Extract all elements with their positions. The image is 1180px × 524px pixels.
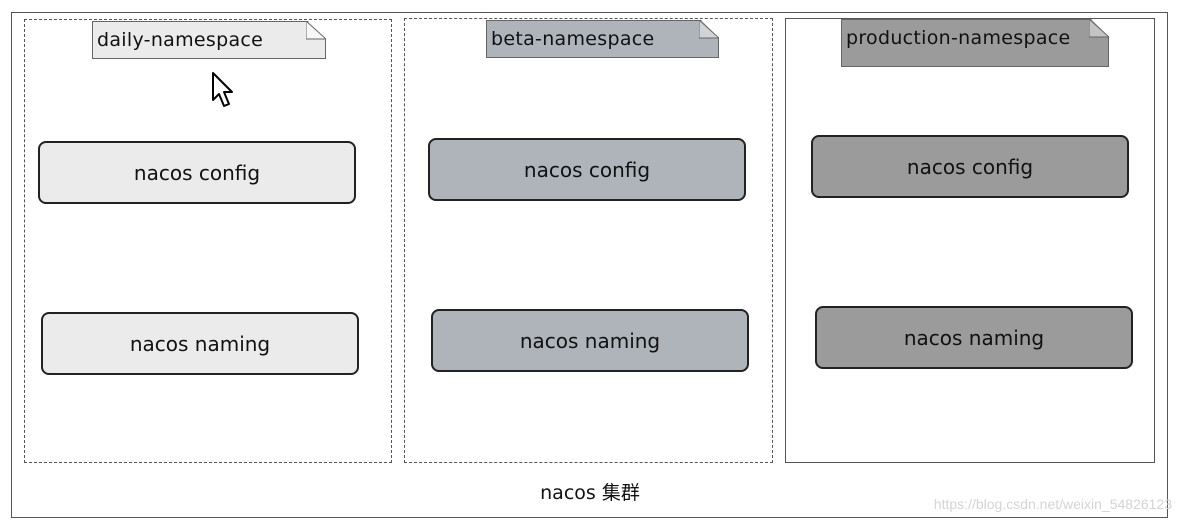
cluster-label: nacos 集群 (540, 482, 640, 504)
production-nacos-config: nacos config (811, 135, 1129, 198)
daily-nacos-config: nacos config (38, 141, 356, 204)
beta-nacos-naming: nacos naming (431, 309, 749, 372)
beta-namespace-label: beta-namespace (486, 20, 719, 58)
production-namespace-label: production-namespace (841, 19, 1109, 67)
production-namespace-container (785, 18, 1155, 463)
beta-nacos-config: nacos config (428, 138, 746, 201)
daily-namespace-container (24, 19, 392, 463)
beta-namespace-container (404, 18, 773, 463)
mouse-pointer-icon (212, 72, 233, 107)
watermark: https://blog.csdn.net/weixin_54826123 (933, 496, 1172, 512)
daily-namespace-label: daily-namespace (92, 21, 326, 59)
nacos-cluster-boundary (11, 12, 1168, 518)
daily-nacos-naming: nacos naming (41, 312, 359, 375)
production-nacos-naming: nacos naming (815, 306, 1133, 369)
